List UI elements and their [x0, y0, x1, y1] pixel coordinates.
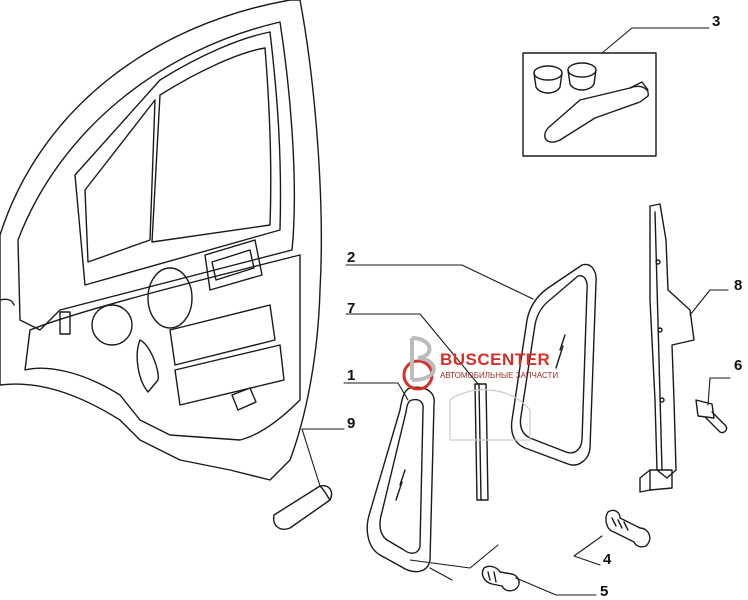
callout-5: 5 — [600, 583, 609, 600]
part-4-bolt — [605, 509, 651, 548]
door-frame — [0, 0, 322, 481]
watermark-logo: BUSCENTER АВТОМОБИЛЬНЫЕ ЗАПЧАСТИ — [440, 350, 558, 380]
callout-9: 9 — [347, 415, 356, 432]
part-8-regulator-rail — [639, 203, 695, 493]
callout-1: 1 — [347, 367, 356, 384]
part-7-channel — [474, 383, 489, 501]
part-3-kit-box — [522, 52, 657, 157]
callout-2: 2 — [347, 249, 356, 266]
part-5-bolt — [481, 565, 520, 592]
part-6-bolt — [695, 399, 728, 434]
callout-6: 6 — [734, 357, 743, 374]
part-1-quarter-glass — [366, 386, 435, 573]
callout-7: 7 — [347, 300, 356, 317]
callout-4: 4 — [603, 551, 612, 568]
part-9-pad — [273, 485, 333, 530]
watermark-logo-mark — [402, 336, 531, 441]
callout-3: 3 — [712, 13, 721, 30]
callout-8: 8 — [734, 277, 743, 294]
watermark-tagline: АВТОМОБИЛЬНЫЕ ЗАПЧАСТИ — [440, 371, 559, 380]
leader-lines — [301, 27, 731, 596]
watermark-brand: BUSCENTER — [440, 350, 551, 369]
